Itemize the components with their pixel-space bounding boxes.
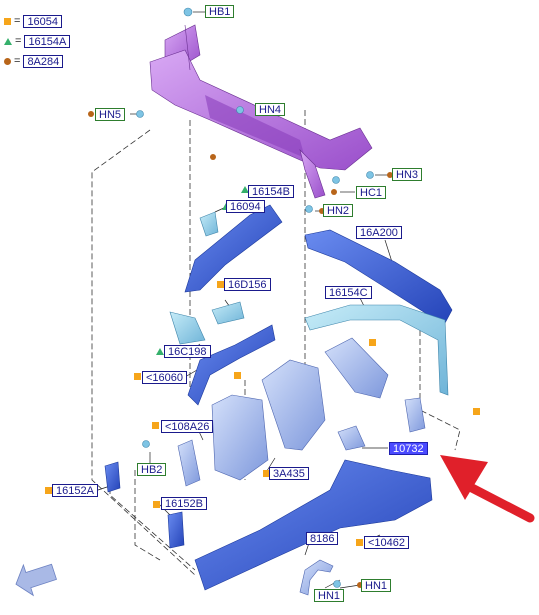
callout-hn2[interactable]: HN2 — [323, 204, 354, 217]
legend-code-circle[interactable]: 8A284 — [23, 54, 64, 68]
callout-16152b[interactable]: 16152B — [161, 497, 207, 510]
callout-16154b[interactable]: 16154B — [248, 185, 294, 198]
shock-tower-3a435 — [261, 359, 326, 451]
callout-hc1[interactable]: HC1 — [356, 186, 387, 199]
bracket-10732 — [337, 425, 366, 451]
square-marker-icon — [4, 17, 11, 25]
callout-hn1-right[interactable]: HN1 — [361, 579, 392, 592]
callout-8186[interactable]: 8186 — [306, 532, 339, 545]
callout-hn4[interactable]: HN4 — [255, 103, 286, 116]
circle-marker-icon — [4, 57, 11, 65]
tow-hook-8186 — [299, 559, 334, 596]
callout-10462[interactable]: <10462 — [364, 536, 410, 549]
callout-16154c[interactable]: 16154C — [325, 286, 372, 299]
panel-108a26 — [211, 394, 269, 481]
frame-rail-10462 — [194, 459, 433, 591]
bracket-16152b — [167, 511, 185, 549]
callout-16c198[interactable]: 16C198 — [164, 345, 211, 358]
callout-hb2[interactable]: HB2 — [137, 463, 167, 476]
triangle-marker-icon — [4, 37, 12, 45]
pointer-arrow — [440, 455, 535, 523]
callout-16a200[interactable]: 16A200 — [356, 226, 402, 239]
callout-16152a[interactable]: 16152A — [52, 484, 98, 497]
callout-hb1[interactable]: HB1 — [205, 5, 235, 18]
callout-hn1-left[interactable]: HN1 — [314, 589, 345, 602]
legend-code-triangle[interactable]: 16154A — [24, 34, 71, 48]
fastener-markers — [45, 7, 480, 598]
callout-108a26[interactable]: <108A26 — [161, 420, 214, 433]
callout-3a435[interactable]: 3A435 — [269, 467, 309, 480]
callout-hn3[interactable]: HN3 — [392, 168, 423, 181]
member-16060 — [187, 324, 276, 406]
legend-row-square: = 16054 — [4, 14, 63, 28]
bracket-16d156 — [211, 301, 245, 325]
callout-16d156[interactable]: 16D156 — [224, 278, 271, 291]
upper-rail-16154b — [184, 204, 283, 293]
bracket-16094 — [199, 211, 219, 237]
bracket-16152a — [104, 461, 121, 493]
rail-16a200 — [304, 229, 453, 326]
bracket-upper-right — [324, 337, 389, 399]
legend-row-circle: = 8A284 — [4, 54, 64, 68]
callout-16094[interactable]: 16094 — [226, 200, 265, 213]
callout-16060[interactable]: <16060 — [142, 371, 188, 384]
bracket-108a26-small — [177, 439, 201, 487]
bracket-rear-right — [404, 397, 426, 433]
legend-row-triangle: = 16154A — [4, 34, 71, 48]
callout-10732[interactable]: 10732 — [389, 442, 428, 455]
apron-16154c — [304, 304, 449, 396]
bracket-16c198 — [169, 311, 206, 345]
callout-hn5[interactable]: HN5 — [95, 108, 126, 121]
nav-back-arrow-icon[interactable] — [11, 557, 59, 600]
legend-code-square[interactable]: 16054 — [23, 14, 63, 28]
